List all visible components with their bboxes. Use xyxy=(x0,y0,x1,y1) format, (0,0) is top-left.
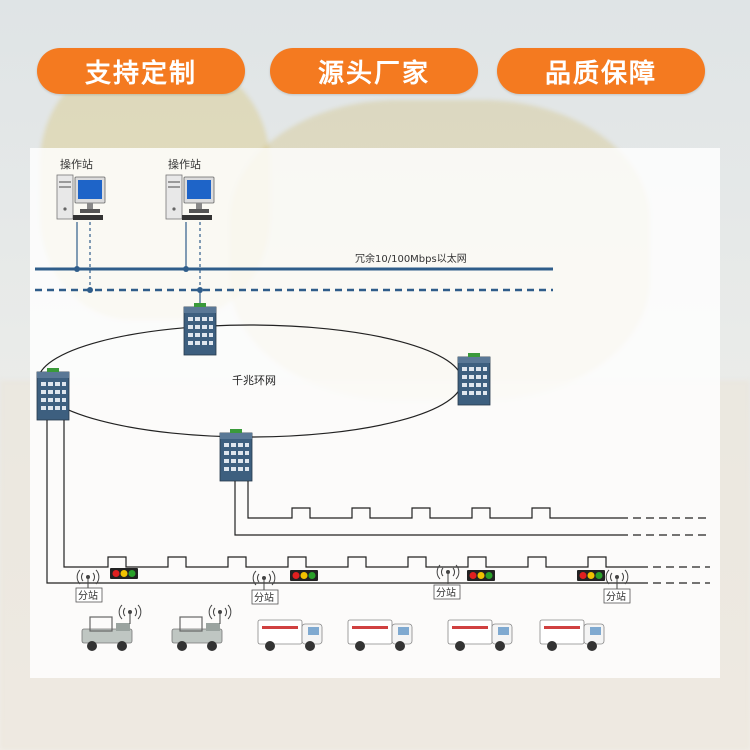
substation-1-antenna-icon xyxy=(76,569,100,590)
workstation-2-label: 操作站 xyxy=(168,157,201,171)
substation-3-antenna-icon xyxy=(436,564,460,585)
traffic-light-4 xyxy=(577,570,605,581)
branch-line-upper xyxy=(234,481,620,536)
ring-switch-bottom xyxy=(219,428,253,482)
vehicle-truck-4 xyxy=(539,619,605,652)
badge-customization: 支持定制 xyxy=(37,48,245,94)
vehicle-antenna-icon xyxy=(118,604,142,625)
vehicle-truck-3 xyxy=(447,619,513,652)
vehicle-tractor-2 xyxy=(171,616,223,652)
substation-2-antenna-icon xyxy=(252,570,276,591)
substation-4-label: 分站 xyxy=(606,590,626,603)
substation-1-label: 分站 xyxy=(78,589,98,602)
badge-quality-assurance: 品质保障 xyxy=(497,48,705,94)
ring-switch-right xyxy=(457,352,491,406)
workstation-1-label: 操作站 xyxy=(60,157,93,171)
ring-switch-left xyxy=(36,367,70,421)
substation-3-label: 分站 xyxy=(436,586,456,599)
ring-label: 千兆环网 xyxy=(232,374,276,387)
workstation-1 xyxy=(56,174,106,221)
ethernet-label: 冗余10/100Mbps以太网 xyxy=(355,252,467,265)
badge-factory-source: 源头厂家 xyxy=(270,48,478,94)
traffic-light-2 xyxy=(290,570,318,581)
substation-2-label: 分站 xyxy=(254,591,274,604)
traffic-light-3 xyxy=(467,570,495,581)
substation-4-antenna-icon xyxy=(605,569,629,590)
branch-line-lower xyxy=(46,420,640,584)
vehicle-truck-1 xyxy=(257,619,323,652)
traffic-light-1 xyxy=(110,568,138,579)
vehicle-tractor-1 xyxy=(81,616,133,652)
vehicle-antenna-icon xyxy=(208,604,232,625)
workstation-2 xyxy=(165,174,215,221)
vehicle-truck-2 xyxy=(347,619,413,652)
ring-switch-top xyxy=(183,302,217,356)
